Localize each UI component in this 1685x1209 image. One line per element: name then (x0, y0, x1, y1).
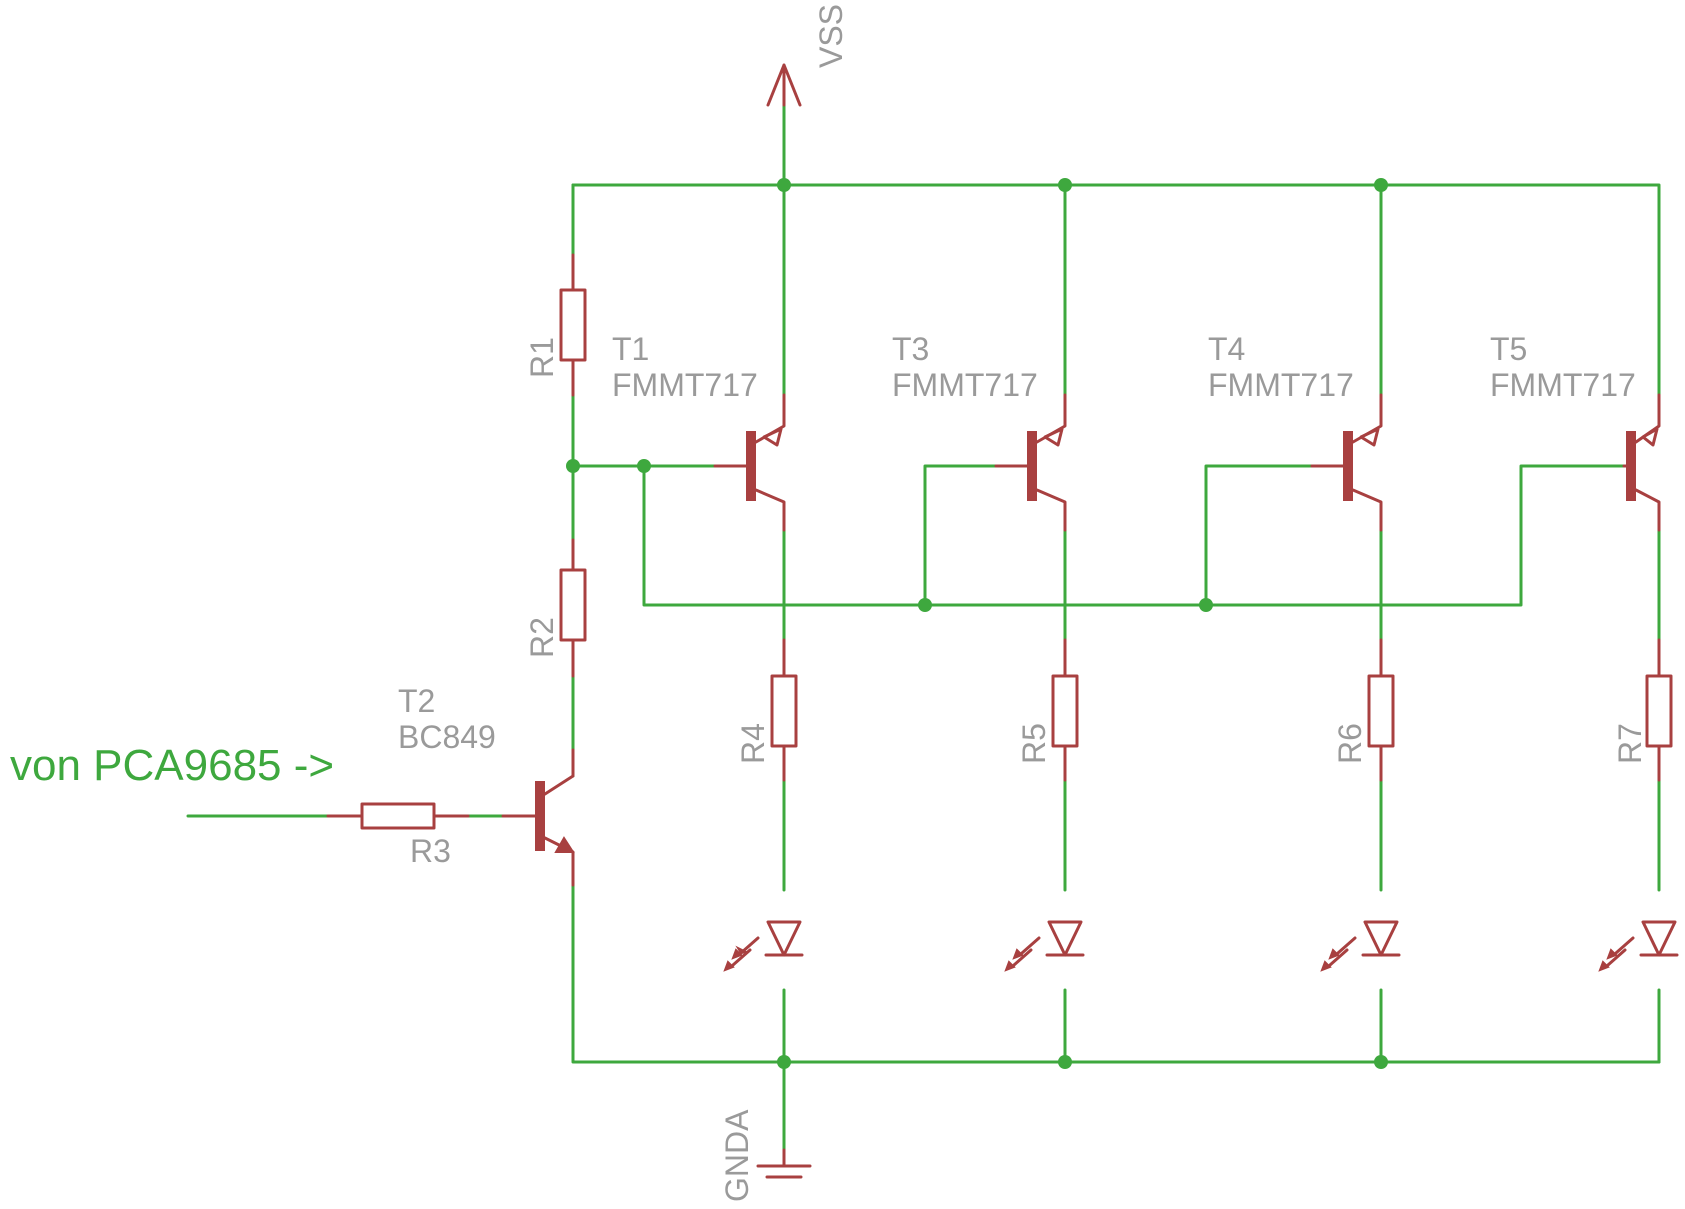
resistor-r2: R2 (524, 538, 587, 678)
ground-symbol: GNDA (719, 1109, 812, 1202)
resistor-r6: R6 (1332, 638, 1395, 782)
transistor-t2: T2 BC849 (398, 683, 575, 887)
vss-label: VSS (813, 4, 849, 68)
t3-name: T3 (892, 331, 929, 367)
r3-label: R3 (410, 833, 451, 869)
resistor-r7: R7 (1612, 638, 1673, 782)
resistor-r5: R5 (1016, 638, 1079, 782)
junction (1058, 178, 1072, 192)
t2-part: BC849 (398, 719, 496, 755)
resistor-r4: R4 (735, 638, 798, 782)
junction (777, 178, 791, 192)
r7-label: R7 (1612, 723, 1648, 764)
transistor-t4: T4 FMMT717 (1208, 331, 1383, 532)
vss-symbol: VSS (766, 4, 849, 107)
junction (1199, 598, 1213, 612)
wires (186, 103, 1661, 1162)
junction (918, 598, 932, 612)
t5-part: FMMT717 (1490, 367, 1636, 403)
t4-name: T4 (1208, 331, 1245, 367)
led-2 (1004, 920, 1085, 972)
resistor-r1: R1 (524, 253, 587, 397)
transistor-t5: T5 FMMT717 (1490, 331, 1661, 532)
transistor-t3: T3 FMMT717 (892, 331, 1067, 532)
junction (1058, 1055, 1072, 1069)
r5-label: R5 (1016, 723, 1052, 764)
led-3 (1320, 920, 1401, 972)
r6-label: R6 (1332, 723, 1368, 764)
junction (637, 459, 651, 473)
junction (1374, 1055, 1388, 1069)
t1-name: T1 (612, 331, 649, 367)
junction (566, 459, 580, 473)
junction (1374, 178, 1388, 192)
junction (777, 1055, 791, 1069)
resistor-r3: R3 (326, 802, 470, 869)
t5-name: T5 (1490, 331, 1527, 367)
r4-label: R4 (735, 723, 771, 764)
t3-part: FMMT717 (892, 367, 1038, 403)
transistor-t1: T1 FMMT717 (612, 331, 786, 532)
t1-part: FMMT717 (612, 367, 758, 403)
gnda-label: GNDA (719, 1109, 755, 1202)
led-1 (723, 920, 804, 972)
r1-label: R1 (524, 337, 560, 378)
t2-name: T2 (398, 683, 435, 719)
input-label: von PCA9685 -> (10, 741, 334, 790)
t4-part: FMMT717 (1208, 367, 1354, 403)
junctions (566, 178, 1388, 1069)
led-4 (1598, 920, 1679, 972)
r2-label: R2 (524, 617, 560, 658)
